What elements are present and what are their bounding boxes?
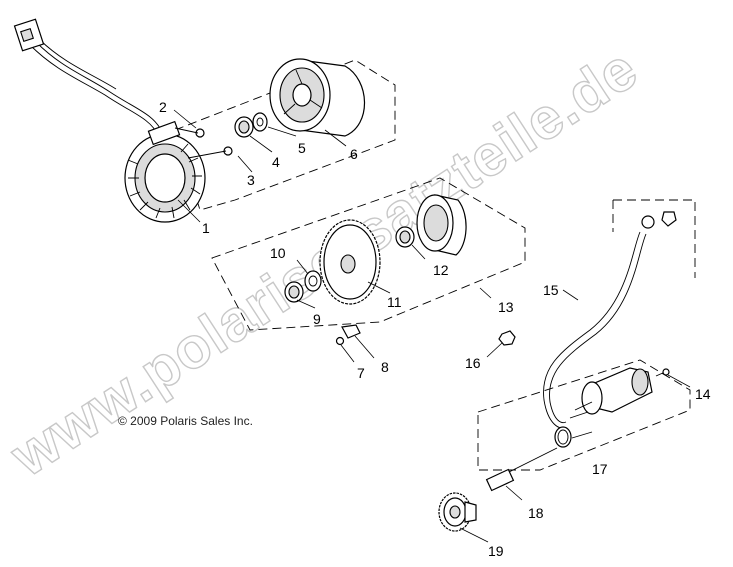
washer-part-10: [304, 270, 322, 292]
callout-9: 9: [313, 311, 321, 327]
callout-15: 15: [543, 282, 559, 298]
oring-part-17: [554, 426, 572, 448]
callout-6: 6: [350, 146, 358, 162]
bearing-part-4: [234, 116, 254, 138]
callout-4: 4: [272, 154, 280, 170]
callout-19: 19: [488, 543, 504, 559]
stator-part-1: [13, 18, 206, 223]
bracket-part-8: [341, 324, 361, 339]
callout-8: 8: [381, 359, 389, 375]
callout-12: 12: [433, 262, 449, 278]
cable-part-15: [543, 211, 677, 429]
starter-motor-part-14: [569, 367, 670, 419]
callout-13: 13: [498, 299, 514, 315]
callout-16: 16: [465, 355, 481, 371]
screw-part-7: [335, 336, 345, 346]
callout-18: 18: [528, 505, 544, 521]
callout-14: 14: [695, 386, 711, 402]
leader-lines: [173, 109, 691, 543]
assembly-box-starter: [477, 199, 696, 471]
bushing-part-12: [395, 194, 467, 256]
washer-part-5: [252, 112, 268, 132]
callout-1: 1: [202, 220, 210, 236]
callout-10: 10: [270, 245, 286, 261]
assembly-box-flywheel: [174, 59, 396, 211]
callout-17: 17: [592, 461, 608, 477]
bolt-part-2: [174, 127, 205, 138]
callout-labels: 1 2 3 4 5 6 7 8 9 10 11 12 13 14 15 16 1…: [159, 99, 711, 559]
callout-3: 3: [247, 172, 255, 188]
callout-11: 11: [387, 294, 402, 310]
seal-part-9: [284, 281, 304, 303]
callout-5: 5: [298, 140, 306, 156]
flywheel-part-6: [269, 58, 366, 137]
bolt-part-3: [187, 146, 233, 159]
starter-gear-part-11: [319, 219, 381, 305]
copyright-notice: © 2009 Polaris Sales Inc.: [118, 414, 253, 428]
drive-gear-part-19: [438, 492, 477, 532]
nut-part-16: [498, 330, 516, 346]
shaft-part-18: [485, 447, 558, 492]
callout-2: 2: [159, 99, 167, 115]
assembly-box-gear: [211, 177, 526, 331]
callout-7: 7: [357, 365, 365, 381]
